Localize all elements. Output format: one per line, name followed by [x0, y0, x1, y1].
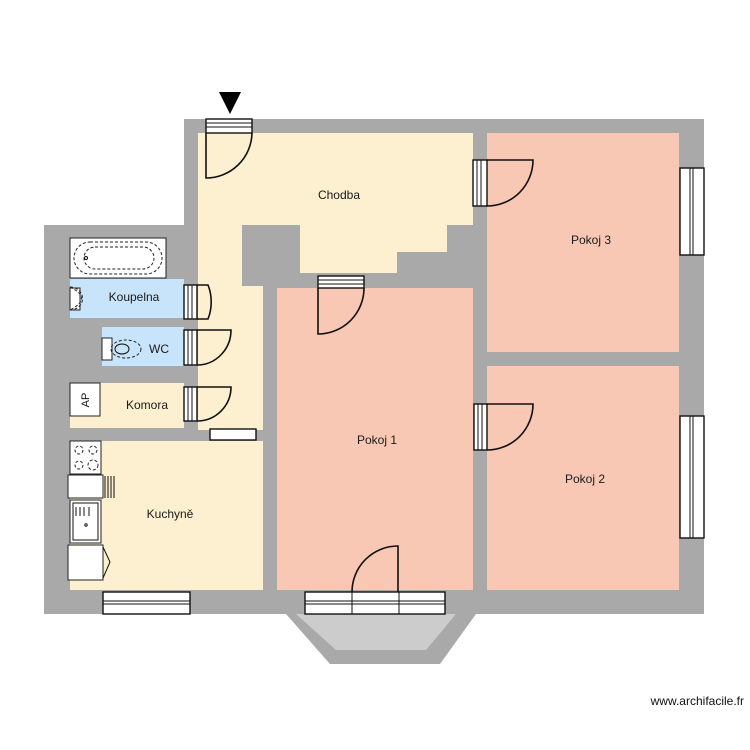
window-pokoj1: [304, 591, 446, 615]
room-labels: Chodba Pokoj 3 Koupelna WC Komora Pokoj …: [109, 188, 612, 521]
label-koupelna: Koupelna: [109, 290, 160, 304]
label-wc: WC: [149, 342, 169, 356]
label-chodba: Chodba: [318, 188, 360, 202]
window-kuchyne-top: [209, 428, 257, 441]
toilet-icon: [101, 337, 142, 361]
watermark[interactable]: www.archifacile.fr: [650, 694, 744, 708]
ap-label: AP: [80, 393, 92, 408]
windows: [102, 167, 705, 615]
label-pokoj2: Pokoj 2: [565, 472, 605, 486]
door-pokoj3[interactable]: [472, 159, 534, 207]
window-pokoj3: [679, 167, 705, 256]
room-koupelna[interactable]: [70, 279, 184, 318]
room-pokoj1[interactable]: [277, 288, 473, 590]
door-wc[interactable]: [183, 329, 232, 366]
room-chodba[interactable]: [198, 133, 473, 430]
door-entrance[interactable]: [205, 118, 253, 179]
entrance-arrow-icon: [219, 92, 241, 114]
kitchen-fixtures: [67, 440, 115, 581]
label-pokoj1: Pokoj 1: [357, 433, 397, 447]
balcony: [296, 614, 456, 650]
door-pokoj1[interactable]: [317, 275, 365, 335]
door-komora[interactable]: [183, 386, 232, 422]
room-wc[interactable]: [102, 327, 184, 366]
door-pokoj2[interactable]: [473, 403, 534, 451]
door-koupelna[interactable]: [183, 284, 213, 320]
room-pokoj3[interactable]: [487, 133, 679, 352]
label-pokoj3: Pokoj 3: [571, 233, 611, 247]
washbasin-icon: [69, 286, 84, 311]
label-komora: Komora: [126, 398, 168, 412]
door-balcony[interactable]: [351, 545, 399, 593]
label-kuchyne: Kuchyně: [147, 507, 194, 521]
window-pokoj2: [679, 415, 705, 539]
doors: [183, 118, 534, 593]
window-kuchyne: [102, 591, 191, 615]
ap-box: AP: [69, 382, 101, 417]
bathtub: [69, 237, 167, 279]
